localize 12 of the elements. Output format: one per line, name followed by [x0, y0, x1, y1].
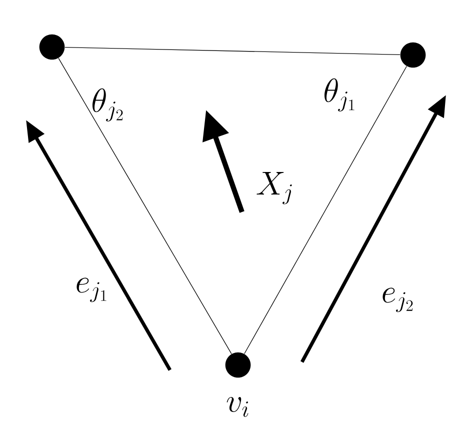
math-label: $e_{j_2}$ [382, 288, 413, 312]
math-label: $X_j$ [256, 172, 292, 204]
vertex-dot [400, 42, 426, 68]
vertex-label: $v_i$ [226, 397, 248, 417]
triangle-edge [244, 66, 407, 354]
math-label: $e_{j_1}$ [76, 278, 106, 302]
math-label: $\theta_{j_1}$ [324, 78, 354, 112]
vertex-dot [39, 34, 65, 60]
math-label: $\theta_{j_2}$ [92, 88, 123, 122]
triangle-edge [58, 58, 232, 354]
triangle-edge [64, 46, 400, 56]
vertex-dot [225, 352, 251, 378]
